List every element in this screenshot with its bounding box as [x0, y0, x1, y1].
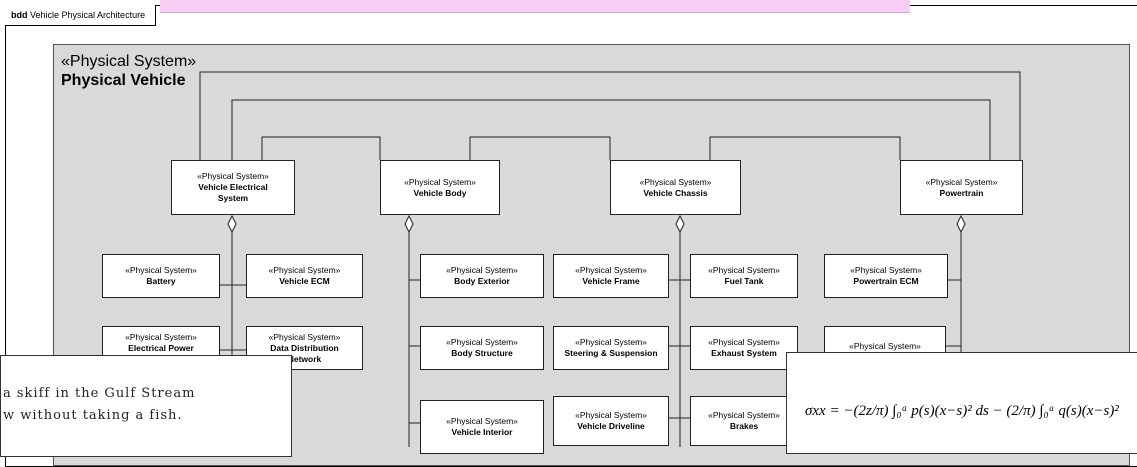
connector-chassis-powertrain — [709, 136, 901, 160]
block-fuel-tank[interactable]: «Physical System» Fuel Tank — [690, 254, 798, 298]
block-powertrain-ecm[interactable]: «Physical System» Powertrain ECM — [824, 254, 948, 298]
block-stereotype: «Physical System» — [575, 337, 647, 347]
block-stereotype: «Physical System» — [708, 265, 780, 275]
block-stereotype: «Physical System» — [850, 265, 922, 275]
block-stereotype: «Physical System» — [197, 171, 269, 181]
block-stereotype: «Physical System» — [446, 265, 518, 275]
block-vehicle-frame[interactable]: «Physical System» Vehicle Frame — [553, 254, 669, 298]
block-steering-suspension[interactable]: «Physical System» Steering & Suspension — [553, 326, 669, 370]
connector-body-chassis — [469, 136, 611, 160]
block-name: Powertrain ECM — [853, 276, 919, 286]
frame-header: bdd Vehicle Physical Architecture — [5, 5, 157, 26]
block-name: Body Exterior — [454, 276, 510, 286]
block-name: Steering & Suspension — [564, 348, 658, 358]
block-name: Vehicle Frame — [582, 276, 640, 286]
block-stereotype: «Physical System» — [925, 176, 998, 187]
block-powertrain[interactable]: «Physical System» Powertrain — [900, 160, 1023, 215]
book-text-line: w without taking a fish. — [3, 408, 183, 423]
block-exhaust-system[interactable]: «Physical System» Exhaust System — [690, 326, 798, 370]
block-name: Vehicle Driveline — [577, 421, 645, 431]
block-brakes[interactable]: «Physical System» Brakes — [690, 396, 798, 446]
composition-diamond-powertrain — [956, 214, 966, 234]
block-battery[interactable]: «Physical System» Battery — [102, 254, 220, 298]
block-vehicle-body[interactable]: «Physical System» Vehicle Body — [380, 160, 500, 215]
block-stereotype: «Physical System» — [268, 265, 341, 275]
block-name: Vehicle Interior — [451, 427, 513, 437]
connector-electrical-chassis — [231, 99, 991, 160]
block-stereotype: «Physical System» — [708, 410, 780, 420]
highlight-banner — [160, 0, 910, 13]
composition-diamond-chassis — [675, 214, 685, 234]
connector-electrical-powertrain — [199, 71, 1021, 160]
block-name: Data Distribution Network — [270, 342, 339, 364]
block-stereotype: «Physical System» — [125, 331, 197, 342]
block-name: Powertrain — [939, 187, 984, 198]
frame-title: Vehicle Physical Architecture — [30, 10, 146, 20]
block-vehicle-chassis[interactable]: «Physical System» Vehicle Chassis — [610, 160, 741, 215]
book-text-line: a skiff in the Gulf Stream — [3, 386, 196, 401]
block-stereotype: «Physical System» — [708, 337, 780, 347]
block-stereotype: «Physical System» — [268, 331, 341, 342]
block-name: Vehicle Electrical System — [198, 182, 268, 203]
block-body-structure[interactable]: «Physical System» Body Structure — [420, 326, 544, 370]
block-stereotype: «Physical System» — [404, 176, 476, 187]
block-vehicle-driveline[interactable]: «Physical System» Vehicle Driveline — [553, 396, 669, 446]
block-stereotype: «Physical System» — [575, 410, 647, 420]
block-name: Vehicle Body — [413, 187, 467, 198]
block-stereotype: «Physical System» — [446, 416, 518, 426]
block-stereotype: «Physical System» — [849, 341, 921, 351]
block-name: Exhaust System — [711, 348, 777, 358]
block-name: Fuel Tank — [724, 276, 764, 286]
connector-electrical-body — [261, 136, 381, 160]
container-name: Physical Vehicle — [61, 72, 186, 89]
block-stereotype: «Physical System» — [446, 337, 518, 347]
block-name: Body Structure — [451, 348, 513, 358]
book-text-overlay: a skiff in the Gulf Stream w without tak… — [0, 355, 292, 457]
composition-diamond-body — [404, 214, 414, 234]
block-vehicle-interior[interactable]: «Physical System» Vehicle Interior — [420, 400, 544, 454]
equation-overlay: σxx = −(2z/π) ∫₀ᵃ p(s)(x−s)² ds − (2/π) … — [786, 352, 1137, 454]
stress-equation: σxx = −(2z/π) ∫₀ᵃ p(s)(x−s)² ds − (2/π) … — [805, 403, 1119, 419]
block-stereotype: «Physical System» — [575, 265, 647, 275]
block-name: Vehicle ECM — [279, 276, 330, 286]
block-body-exterior[interactable]: «Physical System» Body Exterior — [420, 254, 544, 298]
block-name: Battery — [146, 276, 176, 286]
block-stereotype: «Physical System» — [125, 265, 197, 275]
block-vehicle-electrical-system[interactable]: «Physical System» Vehicle Electrical Sys… — [171, 160, 295, 215]
block-name: Vehicle Chassis — [643, 187, 708, 198]
block-stereotype: «Physical System» — [639, 176, 712, 187]
composition-diamond-electrical — [227, 214, 237, 234]
frame-keyword: bdd — [11, 10, 28, 20]
container-stereotype: «Physical System» — [61, 53, 197, 70]
block-name: Brakes — [729, 421, 759, 431]
block-vehicle-ecm[interactable]: «Physical System» Vehicle ECM — [246, 254, 363, 298]
